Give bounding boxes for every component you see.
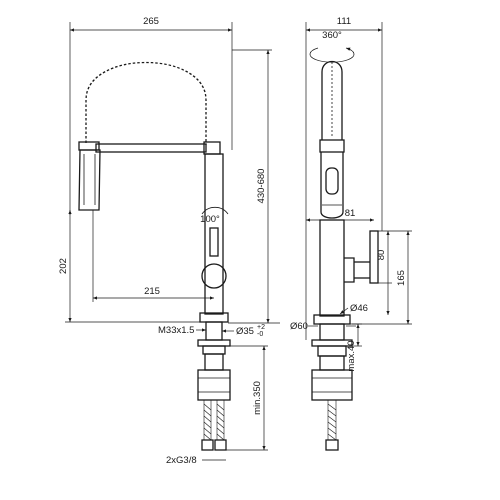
side-spray-head [320, 152, 344, 219]
side-spray-neck [319, 60, 345, 153]
dim-lever-height: 80 [376, 250, 387, 261]
dim-hole-diameter: Ø35 [236, 326, 254, 337]
dim-hose-length: min.350 [252, 381, 263, 415]
spray-head [78, 141, 101, 211]
dim-overall-width: 265 [143, 16, 159, 27]
side-body [319, 219, 345, 317]
front-dimensions: 265 430-680 100° 202 215 M33x1.5 Ø35 +2 … [58, 16, 280, 466]
dim-hole-tolerance: +2 [257, 324, 265, 331]
dim-lever-offset: 81 [345, 208, 356, 219]
dim-rotation: 360° [322, 30, 342, 41]
spring-bracket [95, 143, 207, 153]
spring-coil [84, 61, 208, 145]
dim-deck-thickness: max.40 [346, 340, 357, 371]
dim-spout-reach: 215 [144, 286, 160, 297]
mounting-kit [197, 321, 231, 401]
dim-spout-height: 202 [58, 258, 69, 274]
side-lever-joint [344, 257, 355, 283]
side-flex-hose [325, 399, 339, 451]
dim-lever-total: 165 [396, 270, 407, 286]
side-lever [369, 230, 379, 284]
dim-swing-angle: 100° [200, 214, 220, 225]
dim-thread: M33x1.5 [158, 325, 194, 336]
flex-hoses [201, 399, 227, 451]
lever-handle [201, 206, 229, 289]
dim-body-diameter: Ø46 [350, 303, 368, 314]
dim-connections: 2xG3/8 [166, 455, 197, 466]
body-column [204, 153, 224, 315]
dim-hole-tolerance-minus: -0 [257, 331, 263, 338]
front-view [78, 61, 231, 451]
dim-side-width: 111 [337, 16, 351, 27]
dim-base-diameter: Ø60 [290, 321, 308, 332]
side-dimensions: 111 360° 81 80 165 Ø46 Ø60 max.40 [290, 16, 412, 372]
side-view [311, 60, 379, 451]
dim-height-range: 430-680 [256, 169, 267, 204]
